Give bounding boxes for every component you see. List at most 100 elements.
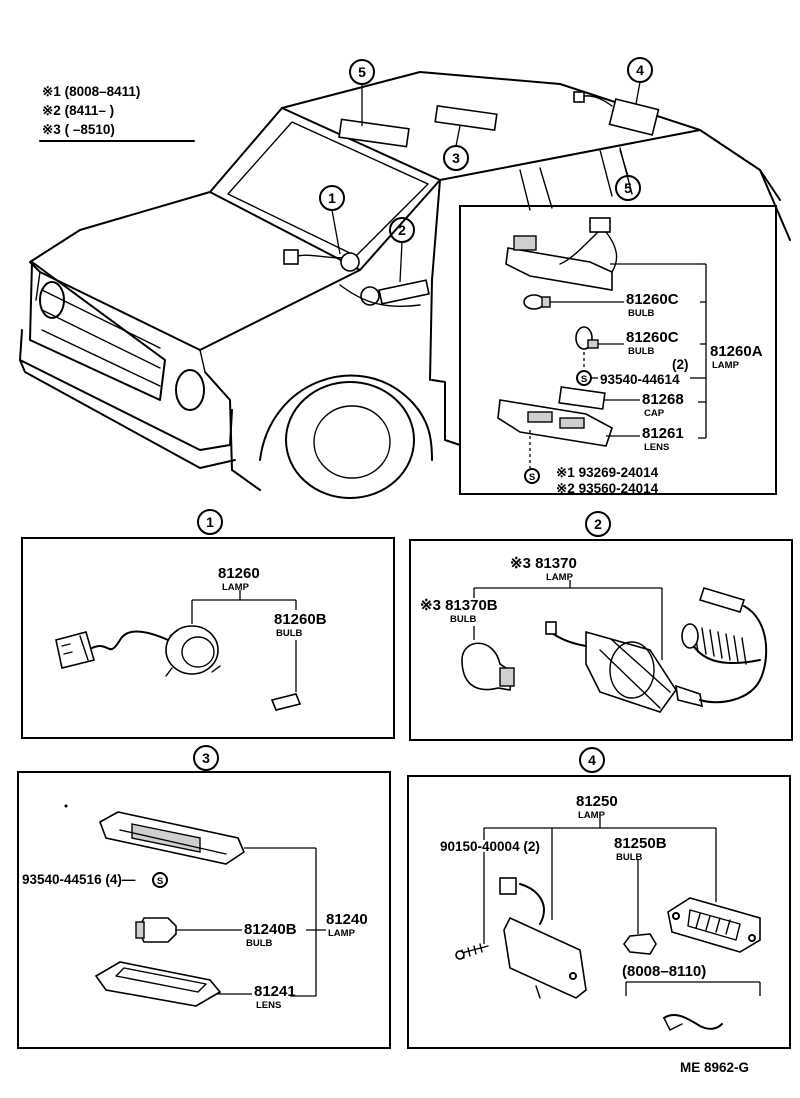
p4-connector <box>499 877 517 895</box>
drawing-code: ME 8962-G <box>680 1060 749 1075</box>
p1-lamp-name: LAMP <box>222 582 250 593</box>
callout-1-panel[interactable] <box>197 509 223 535</box>
panel-5-lens <box>497 399 613 447</box>
p4-screw-pn: 90150-40004 (2) <box>440 839 540 854</box>
vehicle-callouts: 5 4 3 5 1 2 <box>319 57 653 283</box>
p1-lamp-pn: 81260 <box>218 565 260 582</box>
panel-5-lens-window-a <box>527 411 553 423</box>
p1-wire <box>91 630 169 651</box>
p2-cord <box>689 639 761 664</box>
front-wheel <box>285 381 415 499</box>
p5-clip-2: ※2 93560-24014 <box>556 481 659 496</box>
callout-2-panel[interactable] <box>585 511 611 537</box>
p2-clip <box>698 587 746 613</box>
p5-clip-1: ※1 93269-24014 <box>556 465 659 480</box>
p4-bulb-pn: 81250B <box>614 835 667 852</box>
p5-cap-pn: 81268 <box>642 391 684 408</box>
callout-3-panel[interactable] <box>193 745 219 771</box>
panel-4: 4 81250 LAMP 90150-40004 (2) <box>407 747 791 1049</box>
panel-5-lamp-body <box>505 247 613 291</box>
svg-text:2: 2 <box>594 516 602 532</box>
p5-lens-pn: 81261 <box>642 425 684 442</box>
p4-range: (8008–8110) <box>622 963 706 980</box>
p5-lamp-name: LAMP <box>712 360 740 371</box>
p2-coil <box>693 625 747 665</box>
svg-text:4: 4 <box>588 752 596 768</box>
p5-lens-name: LENS <box>644 442 669 453</box>
p3-screw-mark[interactable] <box>152 872 168 888</box>
panel-5-switch <box>513 235 537 251</box>
p4-spring-clip <box>663 1014 723 1030</box>
p5-qty: (2) <box>672 357 689 372</box>
a-pillar <box>429 179 441 381</box>
door-bottom <box>431 379 461 446</box>
hood-edges <box>35 271 206 373</box>
windshield <box>209 107 441 271</box>
p4-lamp-lens <box>503 916 587 999</box>
p2-lamp-body <box>585 630 677 713</box>
p1-bulb-pn: 81260B <box>274 611 327 628</box>
svg-text:S: S <box>529 472 535 483</box>
p2-bulb-pn: ※3 81370B <box>420 597 498 614</box>
p2-cord-loop <box>699 605 768 704</box>
p5-bulb-b-name: BULB <box>628 346 655 357</box>
left-headlight <box>39 281 65 319</box>
p2-lamp-plug <box>675 684 703 708</box>
p5-screw-pn: 93540-44614 <box>600 372 680 387</box>
panel-3-frame <box>17 771 391 1049</box>
grille-outline <box>29 261 166 401</box>
p4-lamp-name: LAMP <box>578 810 606 821</box>
panel-1: 1 81260 LAMP 81260B BULB <box>21 509 395 739</box>
grille-slats <box>41 289 161 387</box>
svg-text:1: 1 <box>206 514 214 530</box>
panel-5-lens-window-b <box>559 417 585 429</box>
p1-connector <box>55 631 95 669</box>
p3-lamp-name: LAMP <box>328 928 356 939</box>
panel-5-bulb-a-base <box>541 296 551 308</box>
callout-4-panel[interactable] <box>579 747 605 773</box>
p3-lens-pn: 81241 <box>254 983 296 1000</box>
panel-5-connector <box>589 217 611 233</box>
p1-bulb-name: BULB <box>276 628 303 639</box>
panel-4-frame <box>407 775 791 1049</box>
speck <box>64 804 68 808</box>
p5-bulb-a-name: BULB <box>628 308 655 319</box>
panel-1-frame <box>21 537 395 739</box>
p5-cap-name: CAP <box>644 408 665 419</box>
p4-bracket <box>667 897 761 953</box>
callout-1-vehicle-text: 1 <box>328 190 336 206</box>
roof-lamp-4 <box>608 98 660 136</box>
p4-bulb-name: BULB <box>616 852 643 863</box>
panel-5-wires <box>559 231 618 273</box>
legend-row-1: ※1 (8008–8411) <box>42 84 140 99</box>
fender <box>204 371 261 491</box>
p2-lamp-pn: ※3 81370 <box>510 555 577 572</box>
panel-2: 2 ※3 81370 LAMP ※3 81370B BULB <box>409 511 793 741</box>
side-window-lines <box>519 147 633 211</box>
bumper-lower <box>19 359 236 469</box>
callout-3-top-text: 3 <box>452 150 460 166</box>
legend-row-3: ※3 ( –8510) <box>42 122 115 137</box>
front-bumper <box>19 329 233 451</box>
callout-5-lower-text: 5 <box>624 180 632 196</box>
roof-lamp-3 <box>434 104 498 132</box>
p5-bulb-a-pn: 81260C <box>626 291 679 308</box>
p2-lamp-name: LAMP <box>546 572 574 583</box>
callout-4-top-text: 4 <box>636 62 644 78</box>
p4-wire <box>519 883 545 925</box>
callout-5-top-text: 5 <box>358 64 366 80</box>
callout-2-vehicle-text: 2 <box>398 222 406 238</box>
panel-5-clip-mark[interactable] <box>524 468 540 484</box>
panel-5-cap <box>558 386 606 410</box>
panel-5-bulb-a <box>523 294 545 310</box>
underhood-lamp <box>378 279 430 305</box>
wheel-arch <box>259 374 433 461</box>
panel-5-bulb-b-base <box>587 339 599 349</box>
p3-lamp-pn: 81240 <box>326 911 368 928</box>
legend-row-2: ※2 (8411– ) <box>42 103 114 118</box>
svg-text:S: S <box>581 374 587 385</box>
panel-5-frame <box>459 205 777 495</box>
right-headlight <box>175 369 205 411</box>
